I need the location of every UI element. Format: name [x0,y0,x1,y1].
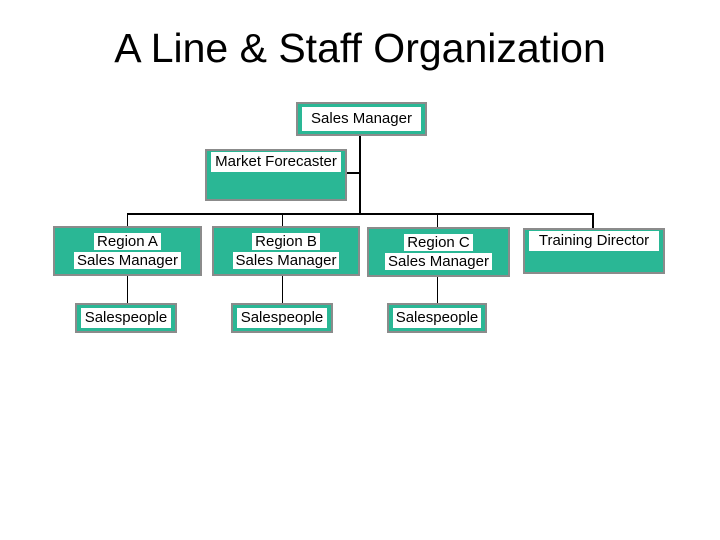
org-node-label: Region A [94,233,161,250]
org-node-region-b-sales-manager: Region B Sales Manager [212,226,360,276]
connector-sales-manager-down [359,136,361,215]
org-node-label: Salespeople [393,308,481,328]
connector-market-forecaster-staff [347,172,359,174]
connector-drop-region-c [437,215,438,227]
org-node-label: Region B [252,233,320,250]
connector-drop-region-a [127,215,128,226]
org-node-label: Sales Manager [302,107,421,131]
org-node-training-director: Training Director [523,228,665,274]
slide-title: A Line & Staff Organization [114,25,606,71]
connector-region-c-salespeople [437,277,438,303]
org-node-market-forecaster: Market Forecaster [205,149,347,201]
org-node-label: Salespeople [237,308,327,328]
org-node-label: Training Director [529,231,659,251]
org-node-label: Market Forecaster [211,152,341,172]
connector-drop-region-b [282,215,283,226]
org-node-salespeople-b: Salespeople [231,303,333,333]
connector-distribution-line [127,213,594,215]
org-node-salespeople-c: Salespeople [387,303,487,333]
org-node-label: Sales Manager [74,252,181,269]
org-node-label: Salespeople [81,308,171,328]
org-node-region-a-sales-manager: Region A Sales Manager [53,226,202,276]
org-node-sales-manager: Sales Manager [296,102,427,136]
org-node-label: Sales Manager [385,253,492,270]
connector-drop-training-director [592,213,594,228]
org-node-region-c-sales-manager: Region C Sales Manager [367,227,510,277]
connector-region-b-salespeople [282,276,283,303]
org-node-label: Sales Manager [232,252,340,269]
org-node-label: Region C [404,234,473,251]
org-node-salespeople-a: Salespeople [75,303,177,333]
connector-region-a-salespeople [127,276,128,303]
